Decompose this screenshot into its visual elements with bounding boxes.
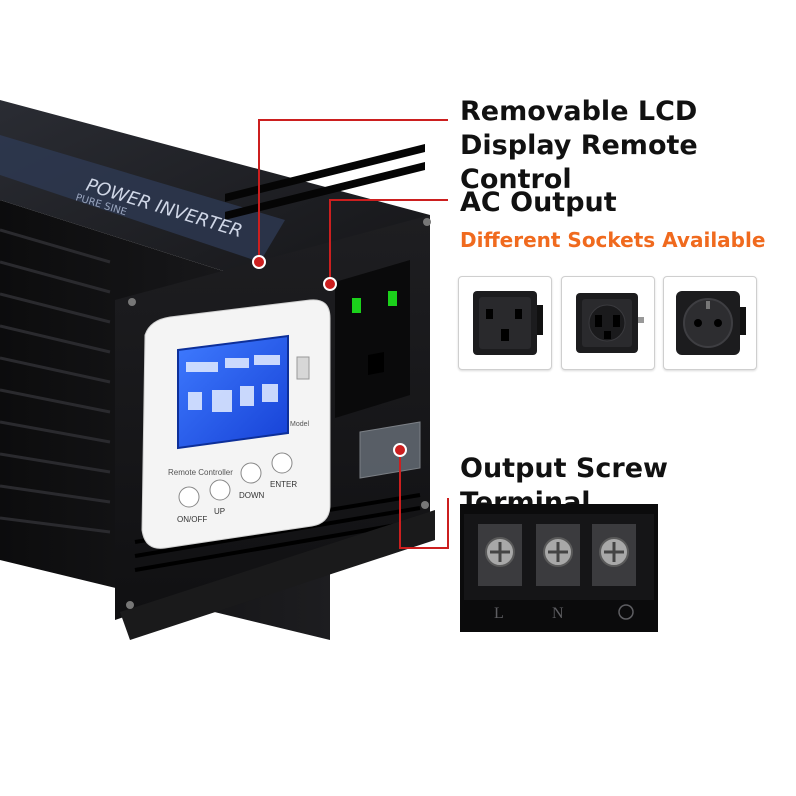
- enter-button: [271, 452, 293, 474]
- button-label-onoff: ON/OFF: [177, 515, 207, 524]
- remote-buttons: [178, 452, 293, 508]
- up-button: [209, 479, 231, 501]
- lcd-callout-dot: [252, 255, 266, 269]
- ac-output-subtitle: Different Sockets Available: [460, 228, 766, 252]
- lcd-callout-line2: Display Remote Control: [460, 130, 698, 195]
- remote-controller: Remote Controller Model ON/OFF UP DOWN E…: [141, 299, 331, 549]
- socket-thumb-uk: [458, 276, 552, 370]
- terminal-label-l: L: [494, 605, 504, 622]
- lcd-callout-title: Removable LCD Display Remote Control: [460, 95, 796, 197]
- socket-thumb-eu: [663, 276, 757, 370]
- lcd-callout-line1: Removable LCD: [460, 96, 698, 127]
- ground-icon: [618, 604, 634, 620]
- button-label-up: UP: [214, 507, 225, 516]
- button-label-enter: ENTER: [270, 480, 297, 489]
- terminal-callout-dot: [393, 443, 407, 457]
- model-label: Model: [290, 421, 310, 428]
- remote-label: Remote Controller: [168, 468, 233, 477]
- power-button: [178, 486, 200, 508]
- socket-thumb-universal: [561, 276, 655, 370]
- button-label-down: DOWN: [239, 491, 265, 500]
- terminal-label-n: N: [552, 605, 564, 622]
- ac-output-callout-dot: [323, 277, 337, 291]
- ac-output-title: AC Output: [460, 187, 617, 218]
- down-button: [240, 462, 262, 484]
- terminal-closeup-photo: L N: [460, 504, 658, 632]
